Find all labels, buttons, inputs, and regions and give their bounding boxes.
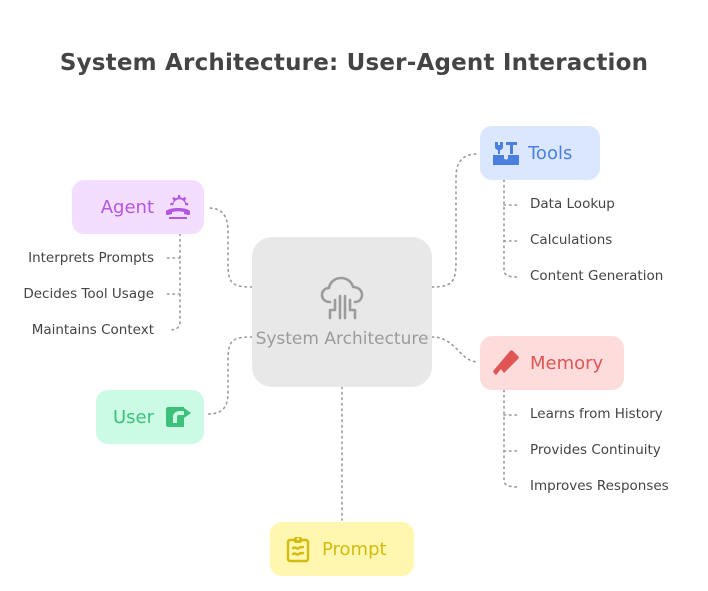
agent-item: Maintains Context bbox=[31, 322, 154, 338]
memory-item: Provides Continuity bbox=[530, 442, 661, 458]
user-gear-icon bbox=[166, 195, 190, 219]
agent-label: Agent bbox=[100, 196, 154, 218]
tools-item: Calculations bbox=[530, 232, 613, 248]
connector-agent bbox=[207, 207, 253, 288]
center-label: System Architecture bbox=[255, 328, 429, 349]
memory-label: Memory bbox=[530, 352, 604, 374]
clipboard-icon bbox=[286, 537, 310, 563]
connector-user bbox=[207, 336, 253, 415]
connector-tools-items bbox=[503, 179, 519, 278]
connector-tools bbox=[431, 153, 479, 288]
memory-item: Learns from History bbox=[530, 406, 663, 422]
cloud-circuit-icon bbox=[320, 276, 364, 319]
memory-item: Improves Responses bbox=[530, 478, 669, 494]
prompt-node[interactable]: Prompt bbox=[270, 522, 414, 576]
user-node[interactable]: User bbox=[96, 390, 204, 444]
tools-item: Data Lookup bbox=[530, 196, 615, 212]
tools-item: Content Generation bbox=[530, 268, 664, 284]
agent-item: Decides Tool Usage bbox=[23, 286, 154, 302]
agent-item: Interprets Prompts bbox=[28, 250, 154, 266]
agent-node[interactable]: Agent bbox=[72, 180, 204, 234]
tools-label: Tools bbox=[528, 142, 573, 164]
system-architecture-node[interactable]: System Architecture bbox=[252, 237, 432, 387]
toolbox-icon bbox=[493, 142, 519, 165]
share-square-icon bbox=[166, 407, 191, 427]
connector-agent-items bbox=[167, 233, 181, 331]
prompt-label: Prompt bbox=[322, 538, 387, 560]
user-label: User bbox=[112, 406, 154, 428]
connector-memory-items bbox=[503, 389, 519, 488]
bookmark-icon bbox=[493, 350, 519, 375]
memory-node[interactable]: Memory bbox=[480, 336, 624, 390]
tools-node[interactable]: Tools bbox=[480, 126, 600, 180]
connector-memory bbox=[431, 336, 479, 363]
diagram-title: System Architecture: User-Agent Interact… bbox=[59, 50, 649, 76]
